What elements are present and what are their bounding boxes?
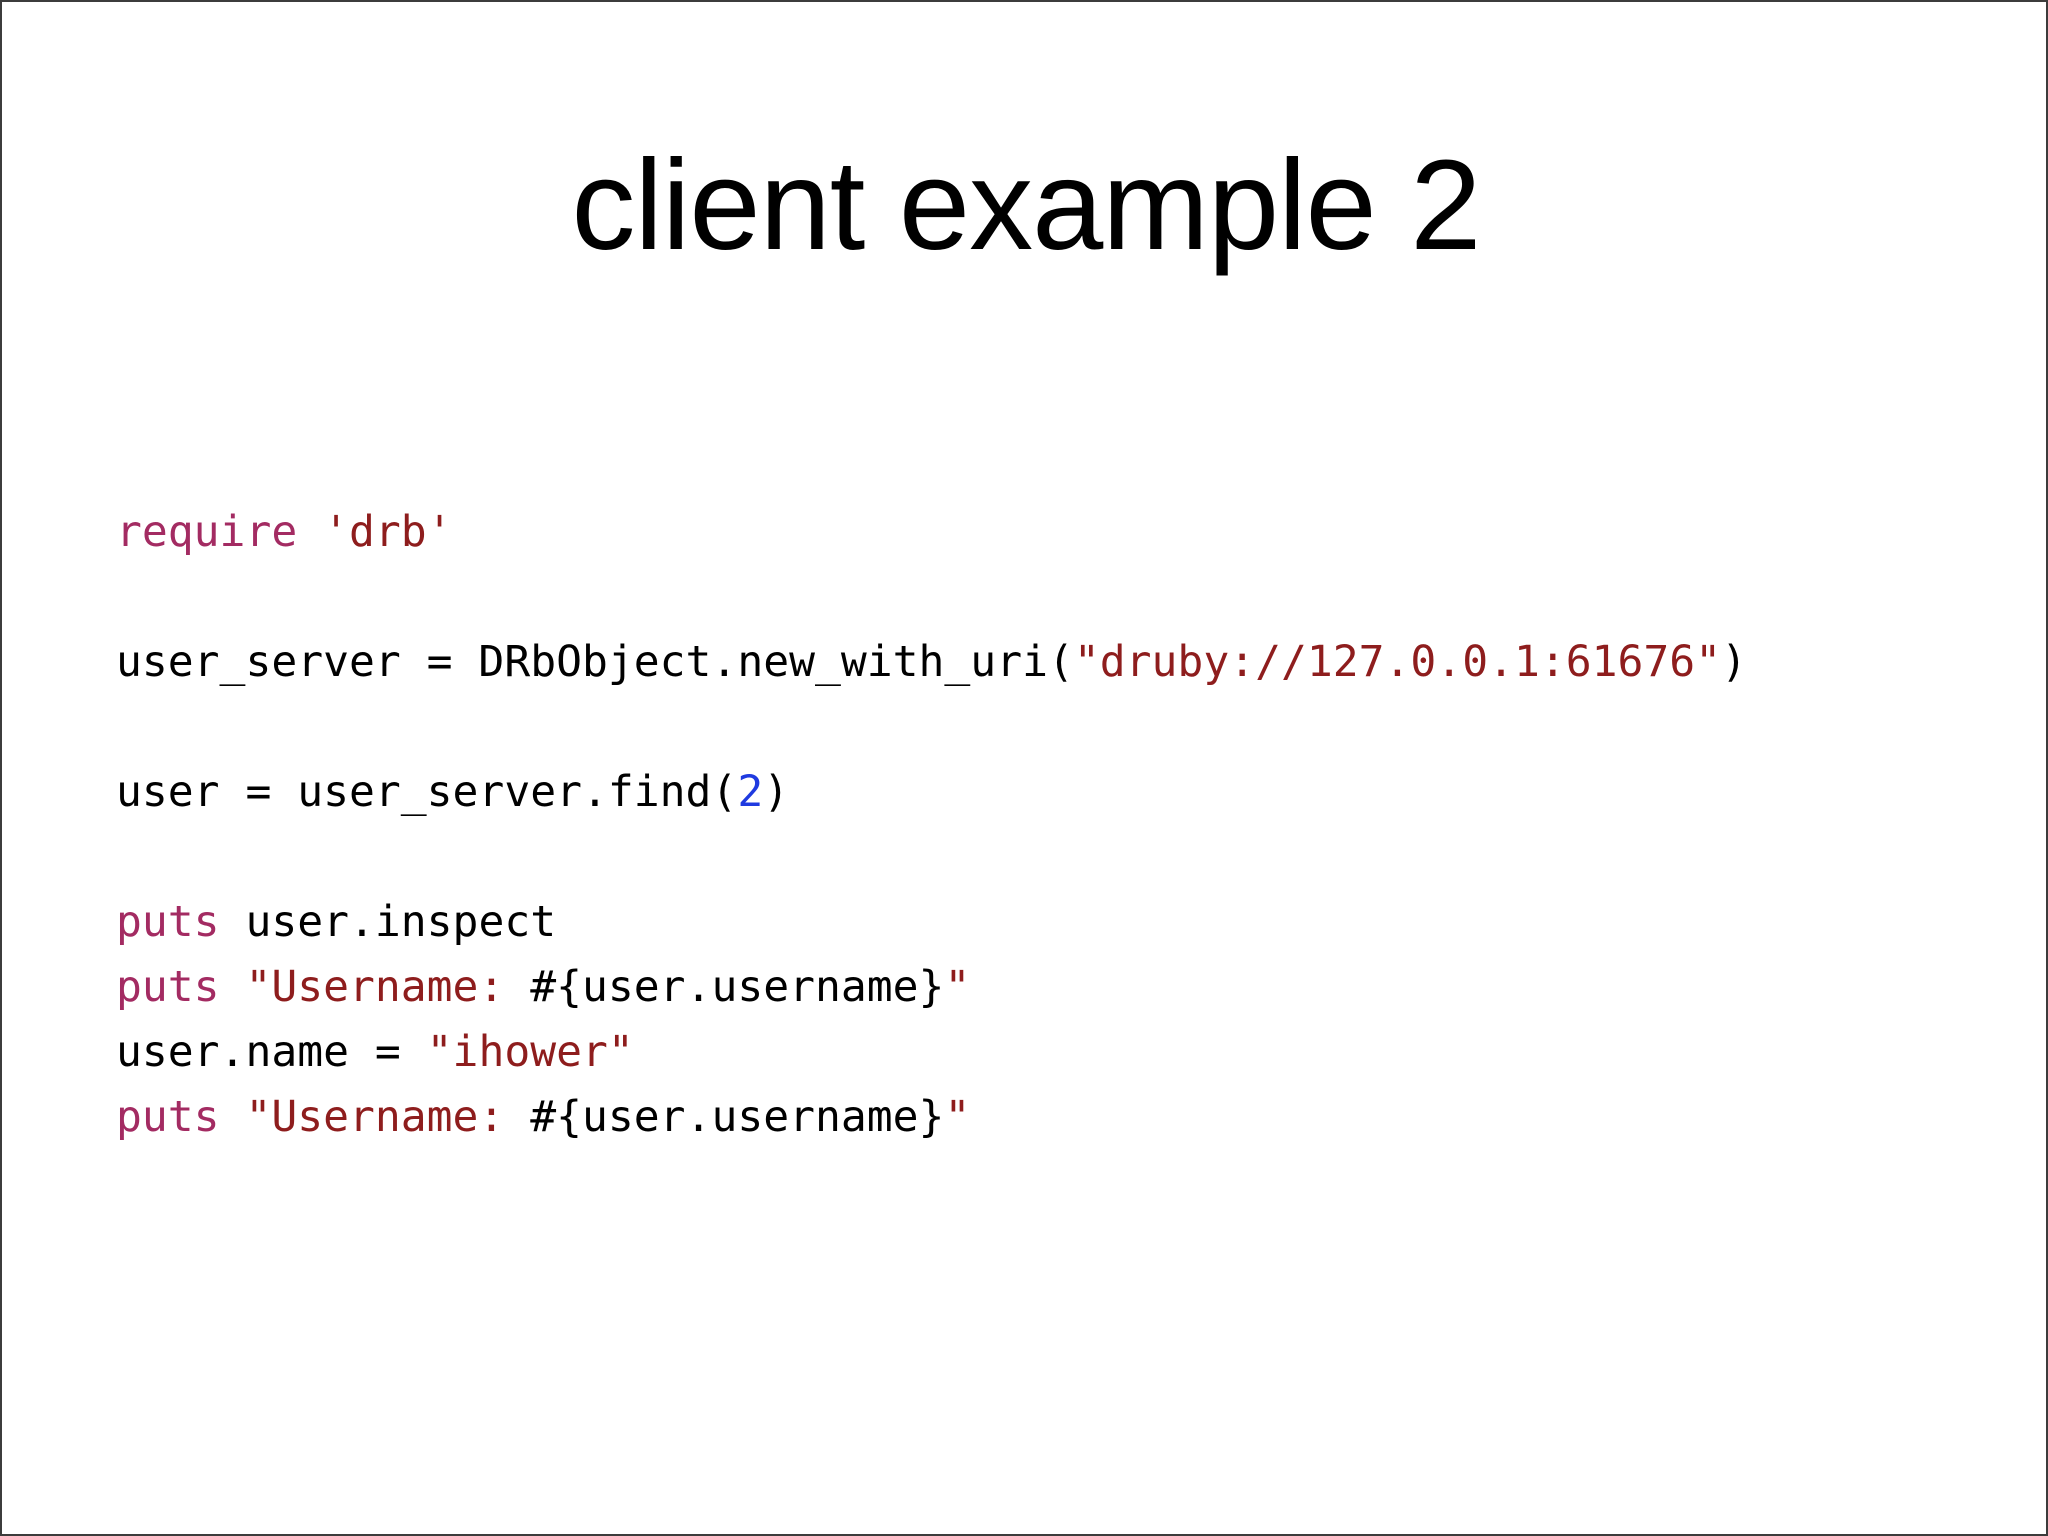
code-token-interpolation: #{user.username} (530, 1092, 945, 1142)
code-token-plain (220, 1092, 246, 1142)
code-token-plain: user = user_server.find( (116, 767, 738, 817)
code-line: user_server = DRbObject.new_with_uri("dr… (116, 630, 1747, 695)
code-token-string: "Username: (245, 1092, 531, 1142)
code-token-plain: user_server = DRbObject.new_with_uri( (116, 637, 1074, 687)
code-token-keyword: puts (116, 1092, 220, 1142)
code-token-string: "Username: (245, 962, 531, 1012)
code-token-keyword: require (116, 507, 298, 557)
code-token-plain: user.name = (116, 1027, 427, 1077)
code-line: user = user_server.find(2) (116, 760, 1747, 825)
code-token-string: 'drb' (323, 507, 453, 557)
code-token-string: "druby://127.0.0.1:61676" (1073, 637, 1722, 687)
code-token-keyword: puts (116, 897, 220, 947)
code-line (116, 565, 1747, 630)
code-token-plain: ) (1721, 637, 1747, 687)
code-token-string: " (944, 1092, 971, 1142)
page-title: client example 2 (571, 134, 1482, 277)
code-token-plain: ) (763, 767, 790, 817)
code-line (116, 825, 1747, 890)
code-token-plain (220, 962, 246, 1012)
code-line: puts "Username: #{user.username}" (116, 1085, 1747, 1150)
code-token-string: " (944, 962, 971, 1012)
code-token-plain (297, 507, 323, 557)
code-line: puts "Username: #{user.username}" (116, 955, 1747, 1020)
code-token-number: 2 (737, 767, 764, 817)
code-block: require 'drb' user_server = DRbObject.ne… (116, 500, 1747, 1150)
code-line (116, 695, 1747, 760)
code-token-interpolation: #{user.username} (530, 962, 945, 1012)
code-token-plain: user.inspect (219, 897, 557, 947)
code-line: user.name = "ihower" (116, 1020, 1747, 1085)
code-token-keyword: puts (116, 962, 220, 1012)
code-line: puts user.inspect (116, 890, 1747, 955)
code-token-string: "ihower" (426, 1027, 634, 1077)
code-line: require 'drb' (116, 500, 1747, 565)
